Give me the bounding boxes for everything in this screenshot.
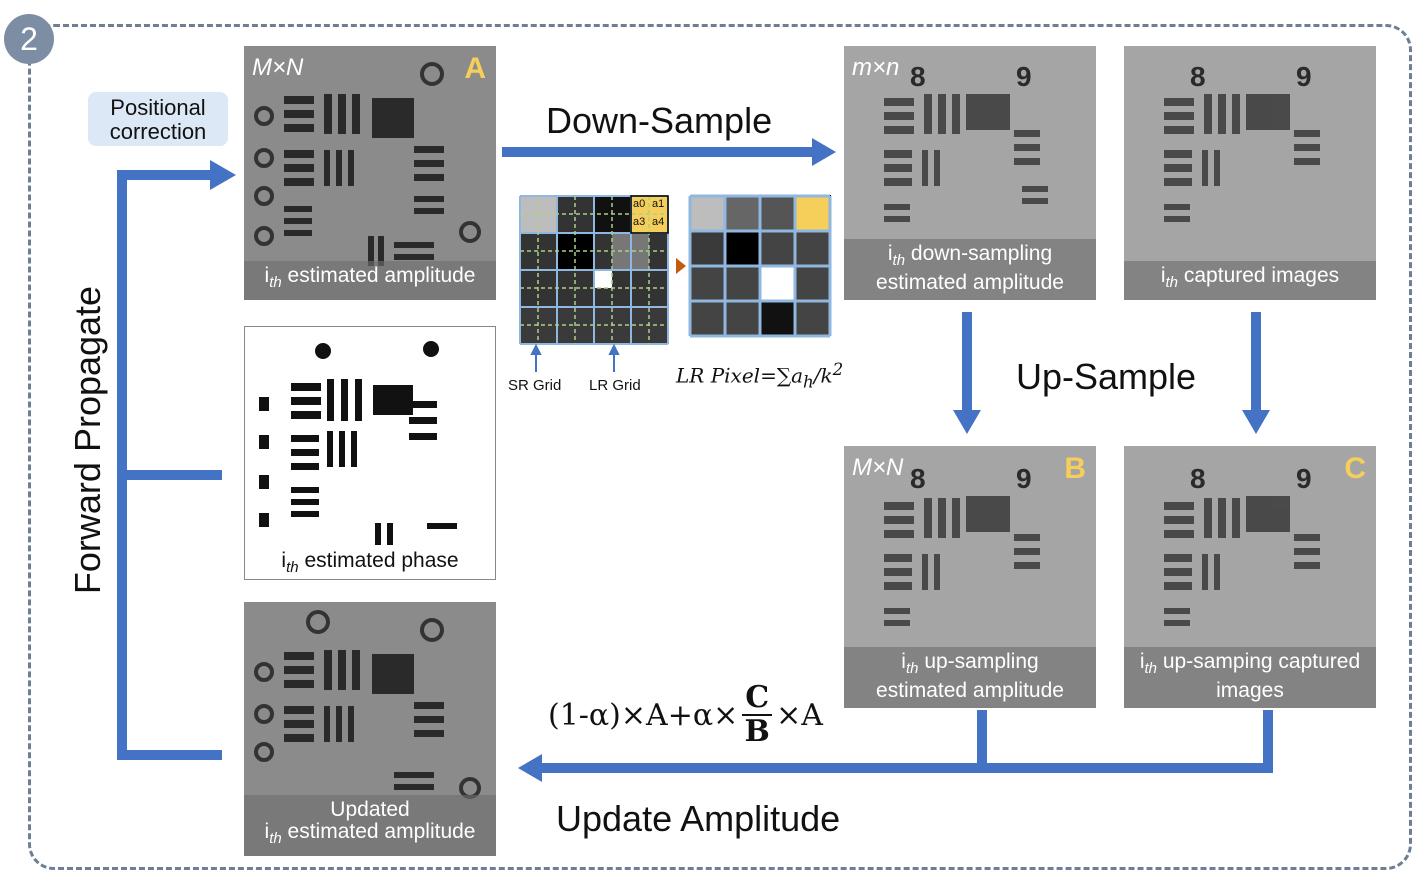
caption-prefix: i [901, 649, 906, 673]
panel-caption: ith estimated amplitude [244, 260, 496, 300]
caption-text: estimated amplitude [287, 819, 476, 843]
svg-text:8: 8 [1190, 463, 1206, 494]
caption-text-line2: estimated amplitude [876, 271, 1064, 294]
svg-text:8: 8 [1190, 61, 1206, 92]
caption-prefix: i [887, 241, 893, 265]
svg-text:9: 9 [1296, 463, 1312, 494]
caption-text-line1: up-samping captured [1162, 649, 1361, 673]
caption-sub: th [269, 274, 282, 291]
formula-fraction: C B [742, 682, 773, 749]
svg-text:9: 9 [1016, 463, 1032, 494]
caption-line0: Updated [330, 797, 410, 821]
forward-bracket [117, 170, 222, 760]
phase-image [259, 341, 457, 545]
caption-sub: th [905, 660, 919, 677]
a0-label: a0 [633, 198, 646, 210]
caption-text-line1: up-sampling [924, 649, 1039, 673]
panel-caption: ith up-sampling estimated amplitude [844, 646, 1096, 708]
panel-dimension: m×n [852, 54, 900, 81]
lr-grid-label: LR Grid [589, 377, 641, 394]
caption-sub: th [892, 252, 906, 269]
update-merge [977, 710, 1273, 773]
caption-prefix: i [1160, 263, 1166, 287]
formula-numerator: C [742, 682, 773, 716]
update-amplitude-label: Update Amplitude [556, 798, 841, 839]
positional-correction-line2: correction [109, 119, 207, 144]
caption-prefix: i [281, 548, 287, 572]
caption-text: estimated amplitude [287, 263, 476, 287]
caption-sub: th [286, 559, 299, 576]
caption-sub: th [1165, 274, 1179, 291]
caption-prefix: i [1139, 649, 1145, 673]
a3-label: a3 [633, 216, 646, 228]
caption-sub: th [269, 830, 282, 847]
upsampled-estimated-panel: 8 9 M×N B ith up-sampling estimated ampli… [844, 446, 1096, 708]
updated-amplitude-panel: Updated ith estimated amplitude [244, 602, 496, 856]
lr-formula-sup: 2 [832, 360, 844, 379]
a4-label: a4 [652, 216, 665, 228]
sr-grid-label: SR Grid [508, 377, 562, 394]
lr-formula-sub: h [803, 372, 814, 392]
positional-correction-line1: Positional [110, 95, 206, 120]
caption-text-line1: down-sampling [910, 241, 1053, 265]
caption-prefix: i [264, 263, 270, 287]
arrow-head-update [518, 754, 542, 782]
lr-formula-main: LR Pixel=∑a [676, 363, 804, 388]
arrow-head-up-left [953, 410, 981, 434]
svg-text:8: 8 [910, 463, 926, 494]
downsampled-panel: 8 9 m×n ith down-sampling estimated ampli… [844, 46, 1096, 300]
panel-dimension: M×N [252, 54, 304, 81]
svg-text:9: 9 [1016, 61, 1032, 92]
panel-caption: Updated ith estimated amplitude [244, 794, 496, 856]
caption-text-line2: images [1216, 679, 1284, 702]
lr-pixel-formula: LR Pixel=∑ah/k2 [676, 360, 843, 392]
step-number-badge: 2 [4, 14, 54, 64]
estimated-phase-panel: ith estimated phase [244, 326, 496, 580]
lr-formula-tail: /k [813, 363, 833, 388]
caption-text-line2: estimated amplitude [876, 679, 1064, 702]
panel-caption: ith captured images [1124, 260, 1376, 300]
positional-correction-box: Positional correction [88, 92, 228, 146]
formula-part2: ×A [776, 697, 823, 733]
down-sample-label: Down-Sample [546, 100, 773, 141]
upsampled-captured-panel: 8 9 C ith up-samping captured images [1124, 446, 1376, 708]
caption-text: captured images [1183, 263, 1340, 287]
arrow-head-down-sample [812, 138, 836, 166]
svg-text:9: 9 [1296, 61, 1312, 92]
svg-text:8: 8 [910, 61, 926, 92]
arrow-head-up-right [1242, 410, 1270, 434]
resolution-target-image [244, 46, 496, 300]
panel-letter: B [1064, 452, 1086, 485]
panel-caption: ith estimated phase [245, 549, 495, 577]
a1-label: a1 [652, 198, 665, 210]
panel-letter: A [464, 52, 486, 85]
arrow-head-to-A [210, 160, 236, 190]
caption-sub: th [1144, 660, 1158, 677]
caption-prefix: i [264, 819, 270, 843]
grid-arrow-head [676, 258, 686, 274]
panel-caption: ith down-sampling estimated amplitude [844, 238, 1096, 300]
update-formula: (1-α)×A+α× C B ×A [548, 682, 823, 748]
panel-dimension: M×N [852, 454, 904, 481]
formula-denominator: B [744, 714, 770, 749]
up-sample-label: Up-Sample [1016, 356, 1197, 397]
formula-part1: (1-α)×A+α× [548, 697, 739, 733]
panel-caption: ith up-samping captured images [1124, 646, 1376, 708]
estimated-amplitude-panel: M×N A ith estimated amplitude [244, 46, 496, 300]
caption-text: estimated phase [304, 548, 459, 572]
step-frame [28, 24, 1412, 870]
panel-letter: C [1344, 452, 1366, 485]
